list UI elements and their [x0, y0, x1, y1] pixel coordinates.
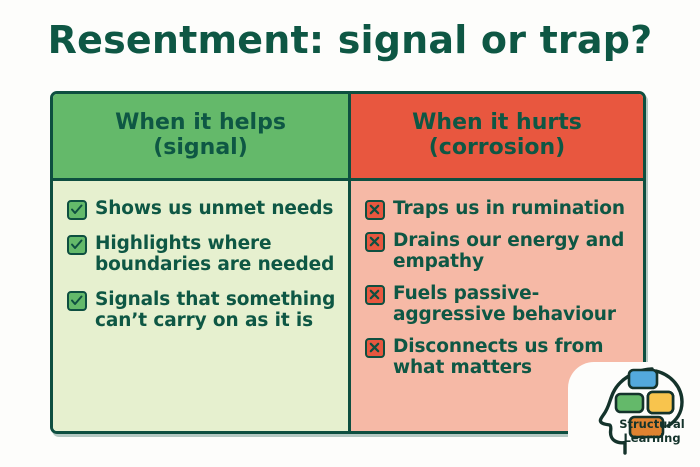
- list-item-label: Signals that something can’t carry on as…: [95, 288, 336, 332]
- logo-wordmark-line2: Learning: [623, 430, 681, 445]
- cross-box-icon: [365, 284, 385, 305]
- column-header-helps: When it helps (signal): [53, 94, 351, 178]
- column-header-helps-line2: (signal): [153, 135, 248, 160]
- cross-box-icon: [365, 337, 385, 358]
- list-item-label: Disconnects us from what matters: [393, 335, 604, 379]
- list-item-label: Shows us unmet needs: [95, 198, 334, 219]
- list-item: Disconnects us from what matters: [365, 335, 631, 379]
- comparison-table: When it helps (signal) When it hurts (co…: [50, 91, 646, 434]
- list-item-label: Drains our energy and empathy: [393, 230, 625, 273]
- list-item: Shows us unmet needs: [67, 197, 336, 220]
- page-title: Resentment: signal or trap?: [47, 18, 653, 62]
- column-body-hurts: Traps us in rumination Drains our energy…: [351, 181, 643, 431]
- list-item-label: Highlights where boundaries are needed: [95, 233, 335, 276]
- column-body-helps: Shows us unmet needs Highlights where bo…: [53, 181, 351, 431]
- list-item: Traps us in rumination: [365, 197, 631, 220]
- list-item-label: Fuels passive-aggressive behaviour: [393, 282, 616, 326]
- helps-list: Shows us unmet needs Highlights where bo…: [53, 181, 348, 431]
- check-box-icon: [67, 235, 87, 255]
- check-box-icon: [67, 200, 87, 220]
- structural-learning-logo-icon: [586, 361, 698, 461]
- list-item: Drains our energy and empathy: [365, 229, 631, 273]
- logo-wordmark-line1: Structural: [619, 417, 685, 431]
- table-header-row: When it helps (signal) When it hurts (co…: [53, 94, 643, 181]
- list-item-label: Traps us in rumination: [393, 198, 625, 219]
- column-header-hurts-line1: When it hurts: [412, 110, 582, 136]
- table-body-row: Shows us unmet needs Highlights where bo…: [53, 181, 643, 431]
- list-item: Highlights where boundaries are needed: [67, 232, 336, 276]
- hurts-list: Traps us in rumination Drains our energy…: [351, 181, 643, 431]
- logo-wordmark: Structural Learning: [606, 417, 698, 445]
- check-box-icon: [67, 290, 87, 311]
- column-header-helps-line1: When it helps: [115, 110, 286, 136]
- list-item: Signals that something can’t carry on as…: [67, 288, 336, 332]
- cross-box-icon: [365, 200, 385, 220]
- list-item: Fuels passive-aggressive behaviour: [365, 282, 631, 326]
- cross-box-icon: [365, 232, 385, 252]
- column-header-hurts-line2: (corrosion): [428, 135, 566, 160]
- column-header-hurts: When it hurts (corrosion): [351, 94, 643, 178]
